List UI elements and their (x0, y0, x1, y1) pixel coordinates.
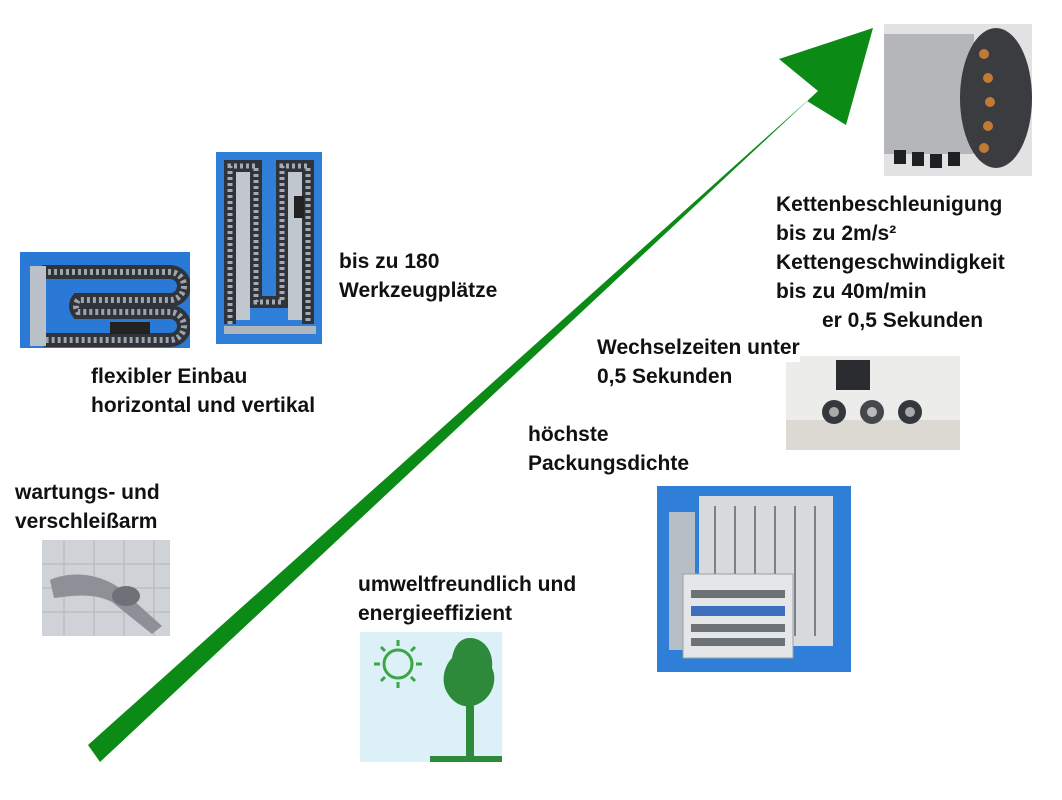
chain-line-2: bis zu 2m/s² (776, 222, 897, 245)
tool-magazine-image (657, 486, 851, 672)
install-line-1: flexibler Einbau (91, 365, 248, 388)
chain-vertical-image (216, 152, 322, 344)
chain-line-4: bis zu 40m/min (776, 280, 927, 303)
tool-gripper-image (786, 356, 960, 450)
chain-drum-image (884, 24, 1032, 176)
chain-line-5: er 0,5 Sekunden (822, 309, 984, 332)
chain-label: Kettenbeschleunigung bis zu 2m/s² Ketten… (776, 190, 1005, 335)
density-line-1: höchste (528, 423, 609, 446)
chain-horizontal-image (20, 252, 190, 348)
capacity-label: bis zu 180 Werkzeugplätze (339, 247, 497, 305)
install-label: flexibler Einbau horizontal und vertikal (91, 362, 315, 420)
eco-image (360, 632, 502, 762)
density-label: höchste Packungsdichte (528, 420, 689, 478)
arrow-shape (88, 28, 873, 762)
change-label: Wechselzeiten unter 0,5 Sekunden (597, 333, 800, 391)
maintenance-line-2: verschleißarm (15, 510, 158, 533)
chain-line-1: Kettenbeschleunigung (776, 193, 1003, 216)
maintenance-line-1: wartungs- und (15, 481, 160, 504)
maintenance-label: wartungs- und verschleißarm (15, 478, 160, 536)
change-line-1: Wechselzeiten unter (597, 333, 800, 362)
capacity-line-1: bis zu 180 (339, 250, 440, 273)
capacity-line-2: Werkzeugplätze (339, 279, 498, 302)
wrench-icon (42, 540, 170, 636)
change-line-2: 0,5 Sekunden (597, 365, 733, 388)
eco-line-1: umweltfreundlich und (358, 573, 577, 596)
density-line-2: Packungsdichte (528, 452, 690, 475)
chain-line-3: Kettengeschwindigkeit (776, 251, 1005, 274)
eco-label: umweltfreundlich und energieeffizient (358, 570, 576, 628)
sun-icon (374, 640, 422, 688)
eco-line-2: energieeffizient (358, 602, 513, 625)
install-line-2: horizontal und vertikal (91, 394, 316, 417)
tree-icon (443, 638, 495, 758)
